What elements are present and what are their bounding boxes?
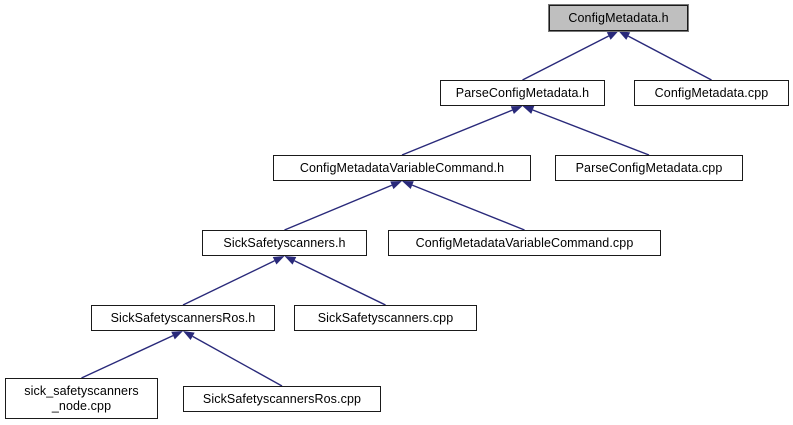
graph-node-label: ParseConfigMetadata.h	[455, 85, 590, 100]
graph-edge-sick-safetyscanners-node-cpp-to-sick-safetyscanners-ros-h	[81, 331, 183, 379]
edge-line	[532, 109, 650, 156]
graph-edge-sick-safetyscanners-ros-h-to-sick-safetyscanners-h	[182, 256, 285, 306]
arrowhead-icon	[510, 106, 523, 115]
graph-node-sick-safetyscanners-h[interactable]: SickSafetyscanners.h	[202, 230, 367, 256]
graph-edge-sick-safetyscanners-cpp-to-sick-safetyscanners-h	[284, 256, 386, 306]
graph-edge-parse-config-metadata-h-to-config-metadata-h	[522, 31, 619, 81]
edge-line	[81, 334, 174, 379]
graph-edge-parse-config-metadata-cpp-to-parse-config-metadata-h	[522, 106, 650, 156]
graph-node-sick-safetyscanners-ros-cpp[interactable]: SickSafetyscannersRos.cpp	[183, 386, 381, 412]
graph-node-label: SickSafetyscanners.h	[223, 235, 346, 250]
graph-node-sick-safetyscanners-node-cpp[interactable]: sick_safetyscanners _node.cpp	[5, 378, 158, 419]
graph-node-label: ConfigMetadata.h	[568, 10, 669, 25]
arrowhead-icon	[606, 31, 619, 40]
edge-line	[627, 35, 712, 81]
graph-edge-config-metadata-variable-command-h-to-parse-config-metadata-h	[401, 106, 523, 156]
arrowhead-icon	[272, 256, 285, 265]
graph-node-label: ParseConfigMetadata.cpp	[575, 160, 723, 175]
graph-node-config-metadata-cpp[interactable]: ConfigMetadata.cpp	[634, 80, 789, 106]
arrowhead-icon	[390, 181, 402, 190]
edge-line	[411, 184, 525, 231]
edge-line	[192, 335, 283, 387]
graph-node-label: SickSafetyscannersRos.h	[110, 310, 256, 325]
arrowhead-icon	[171, 331, 183, 340]
graph-edge-config-metadata-cpp-to-config-metadata-h	[618, 31, 712, 81]
graph-node-config-metadata-variable-command-cpp[interactable]: ConfigMetadataVariableCommand.cpp	[388, 230, 661, 256]
graph-node-label: ConfigMetadataVariableCommand.h	[299, 160, 505, 175]
arrowhead-icon	[284, 256, 297, 265]
graph-node-label: ConfigMetadataVariableCommand.cpp	[415, 235, 634, 250]
edge-line	[522, 35, 610, 81]
edge-line	[401, 109, 513, 156]
arrowhead-icon	[402, 181, 414, 189]
edge-line	[284, 184, 393, 231]
graph-node-parse-config-metadata-h[interactable]: ParseConfigMetadata.h	[440, 80, 605, 106]
graph-edge-sick-safetyscanners-h-to-config-metadata-variable-command-h	[284, 181, 402, 231]
graph-node-label: ConfigMetadata.cpp	[654, 85, 769, 100]
graph-edge-config-metadata-variable-command-cpp-to-config-metadata-variable-command-h	[402, 181, 525, 231]
graph-node-sick-safetyscanners-ros-h[interactable]: SickSafetyscannersRos.h	[91, 305, 275, 331]
graph-node-config-metadata-h[interactable]: ConfigMetadata.h	[549, 5, 688, 31]
graph-node-label: SickSafetyscanners.cpp	[317, 310, 454, 325]
graph-edge-sick-safetyscanners-ros-cpp-to-sick-safetyscanners-ros-h	[183, 331, 283, 387]
graph-node-sick-safetyscanners-cpp[interactable]: SickSafetyscanners.cpp	[294, 305, 477, 331]
edge-line	[294, 260, 386, 306]
arrowhead-icon	[183, 331, 195, 341]
graph-node-label: SickSafetyscannersRos.cpp	[202, 391, 362, 406]
arrowhead-icon	[618, 31, 631, 40]
arrowhead-icon	[522, 106, 535, 114]
graph-node-parse-config-metadata-cpp[interactable]: ParseConfigMetadata.cpp	[555, 155, 743, 181]
edge-line	[182, 260, 275, 306]
edge-layer	[81, 31, 712, 387]
graph-node-label: sick_safetyscanners _node.cpp	[24, 383, 139, 413]
graph-node-config-metadata-variable-command-h[interactable]: ConfigMetadataVariableCommand.h	[273, 155, 531, 181]
